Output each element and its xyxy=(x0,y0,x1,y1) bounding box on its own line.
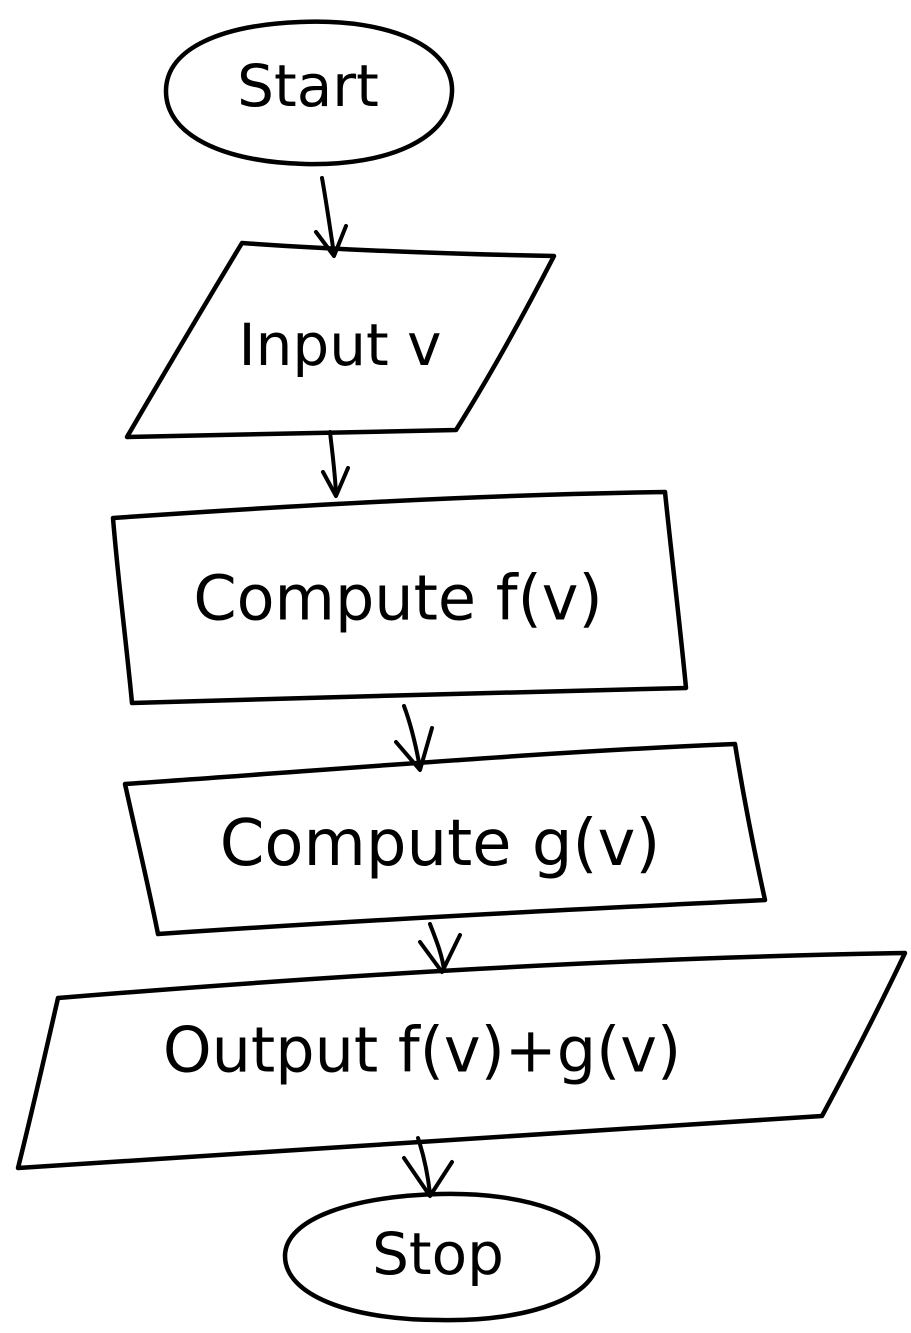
start-terminal-shape xyxy=(163,19,455,167)
compute-g-node: Compute g(v) xyxy=(122,741,768,937)
stop-node: Stop xyxy=(282,1191,601,1323)
start-node: Start xyxy=(163,19,455,167)
input-node: Input v xyxy=(124,240,557,440)
arrow-compute-g-to-output xyxy=(418,922,462,974)
compute-f-node: Compute f(v) xyxy=(110,489,689,706)
compute-g-label: Compute g(v) xyxy=(220,807,661,881)
compute-f-label: Compute f(v) xyxy=(193,562,602,635)
output-node: Output f(v)+g(v) xyxy=(15,950,908,1171)
arrow-input-to-compute-f xyxy=(321,430,350,498)
input-parallelogram-shape xyxy=(124,240,557,440)
stop-label: Stop xyxy=(372,1220,504,1288)
stop-terminal-shape xyxy=(282,1191,601,1323)
compute-g-process-shape xyxy=(122,741,768,937)
start-label: Start xyxy=(237,52,379,120)
input-label: Input v xyxy=(239,311,442,379)
output-parallelogram-shape xyxy=(15,950,908,1171)
arrow-output-to-stop xyxy=(402,1136,454,1198)
output-label: Output f(v)+g(v) xyxy=(163,1014,681,1087)
compute-f-process-shape xyxy=(110,489,689,706)
arrow-start-to-input xyxy=(314,176,348,258)
